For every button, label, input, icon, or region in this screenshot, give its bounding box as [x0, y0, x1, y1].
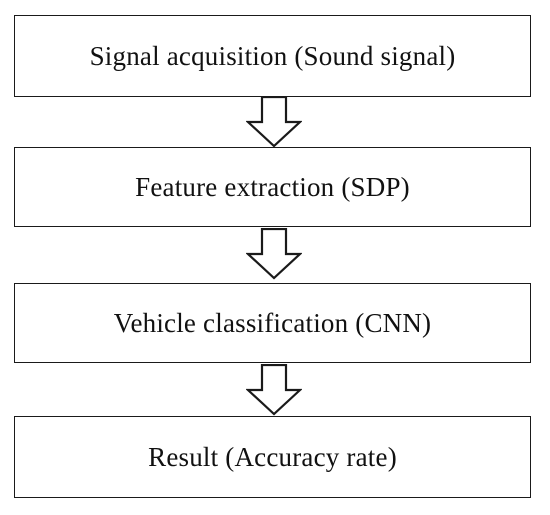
step-box-feature-extraction: Feature extraction (SDP) — [14, 147, 531, 227]
step-label: Feature extraction (SDP) — [135, 171, 410, 202]
down-arrow-icon — [246, 228, 302, 280]
down-arrow-icon-svg — [246, 228, 302, 280]
down-arrow-icon — [246, 96, 302, 148]
step-box-signal-acquisition: Signal acquisition (Sound signal) — [14, 15, 531, 97]
down-arrow-icon — [246, 364, 302, 416]
step-label: Result (Accuracy rate) — [148, 441, 397, 472]
step-box-vehicle-classification: Vehicle classification (CNN) — [14, 283, 531, 363]
down-arrow-icon-svg — [246, 96, 302, 148]
step-box-result: Result (Accuracy rate) — [14, 416, 531, 498]
down-arrow-icon-svg — [246, 364, 302, 416]
step-label: Signal acquisition (Sound signal) — [89, 40, 456, 71]
step-label: Vehicle classification (CNN) — [113, 307, 432, 338]
